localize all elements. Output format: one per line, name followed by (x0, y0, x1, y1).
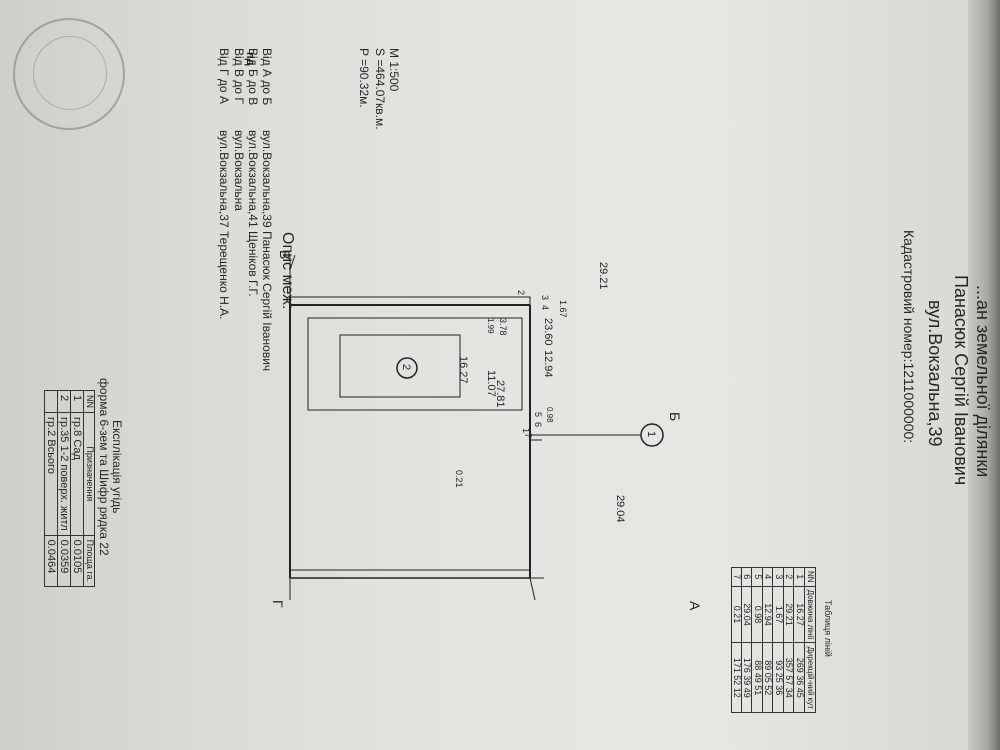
land-marker-2 (396, 357, 418, 379)
point-label-7: 7 (523, 433, 533, 438)
paper-edge (968, 0, 1000, 750)
explication-header-row: NN Призначення Площа га. (83, 390, 95, 587)
garden-plot (307, 317, 523, 411)
borders-title: Опис меж: (279, 232, 296, 310)
table-cell: гр.2 Всього (44, 412, 58, 536)
border-value: вул.Вокзальна,37 Терещенко Н.А. (217, 130, 231, 320)
explication-header: Площа га. (83, 535, 95, 587)
table-cell: 2 (57, 390, 71, 413)
parcel-boundary (290, 296, 531, 305)
table-cell: 0.0105 (70, 535, 84, 587)
explication-header: Призначення (83, 412, 95, 536)
point-label-3: 3 (540, 295, 550, 300)
dim-167: 1.67 (558, 300, 568, 318)
dim-1294: 12.94 (542, 350, 554, 378)
table-cell: 0.0359 (57, 535, 71, 587)
point-label-6: 6 (533, 422, 543, 427)
explication-subtitle: форма 6-зем та Шифр рядка 22 (97, 378, 111, 556)
dim-2781: 27.81 (494, 380, 506, 408)
table-cell: 1 (70, 390, 84, 413)
table-cell (44, 390, 58, 413)
border-label: Від А до Б (260, 48, 274, 106)
dim-098: 0.98 (545, 407, 554, 423)
corner-label-g: Г (270, 600, 286, 608)
edge-arrow (289, 254, 296, 271)
dim-1107: 11.07 (485, 370, 497, 397)
corner-label-v: В (277, 250, 293, 259)
dim-199: 1.99 (486, 318, 495, 334)
table-cell: гр.8 Сад (70, 412, 84, 536)
dim-left: 29.21 (597, 262, 609, 290)
point-label-4: 4 (540, 305, 550, 310)
point-label-2: 2 (516, 290, 526, 295)
dim-1627: 16.27 (457, 356, 469, 384)
border-label: Від Б до В (246, 48, 260, 106)
dim-021: 0.21 (454, 470, 464, 488)
border-label: Від В до Г (232, 48, 246, 104)
house-footprint (339, 334, 461, 398)
dim-2360: 23.60 (542, 318, 554, 346)
explication-header: NN (83, 390, 95, 413)
corner-label-a: А (687, 601, 703, 611)
border-value: вул.Вокзальна,41 Щеніков Г.Г. (246, 130, 260, 297)
dim-right: 29.04 (614, 495, 626, 523)
circle-label-1: 1 (645, 431, 657, 437)
faded-stamp (13, 18, 125, 130)
table-cell: 0.0464 (44, 535, 58, 587)
circle-label-2: 2 (400, 364, 412, 370)
dim-378: 3.78 (498, 318, 508, 336)
point-label-1: 1 (521, 428, 531, 433)
border-value: вул.Вокзальна (232, 130, 246, 211)
table-cell: гр.35 1-2 поверх. житл (57, 412, 71, 536)
border-label: Від Г до А (217, 48, 231, 104)
point-label-5: 5 (533, 412, 543, 417)
explication-title: Експлікація угідь (110, 420, 124, 514)
corner-label-b: Б (667, 412, 683, 421)
border-value: вул.Вокзальна,39 Панасюк Сергій Іванович (260, 130, 274, 372)
parcel-boundary (289, 297, 530, 306)
extension-line (529, 577, 536, 601)
